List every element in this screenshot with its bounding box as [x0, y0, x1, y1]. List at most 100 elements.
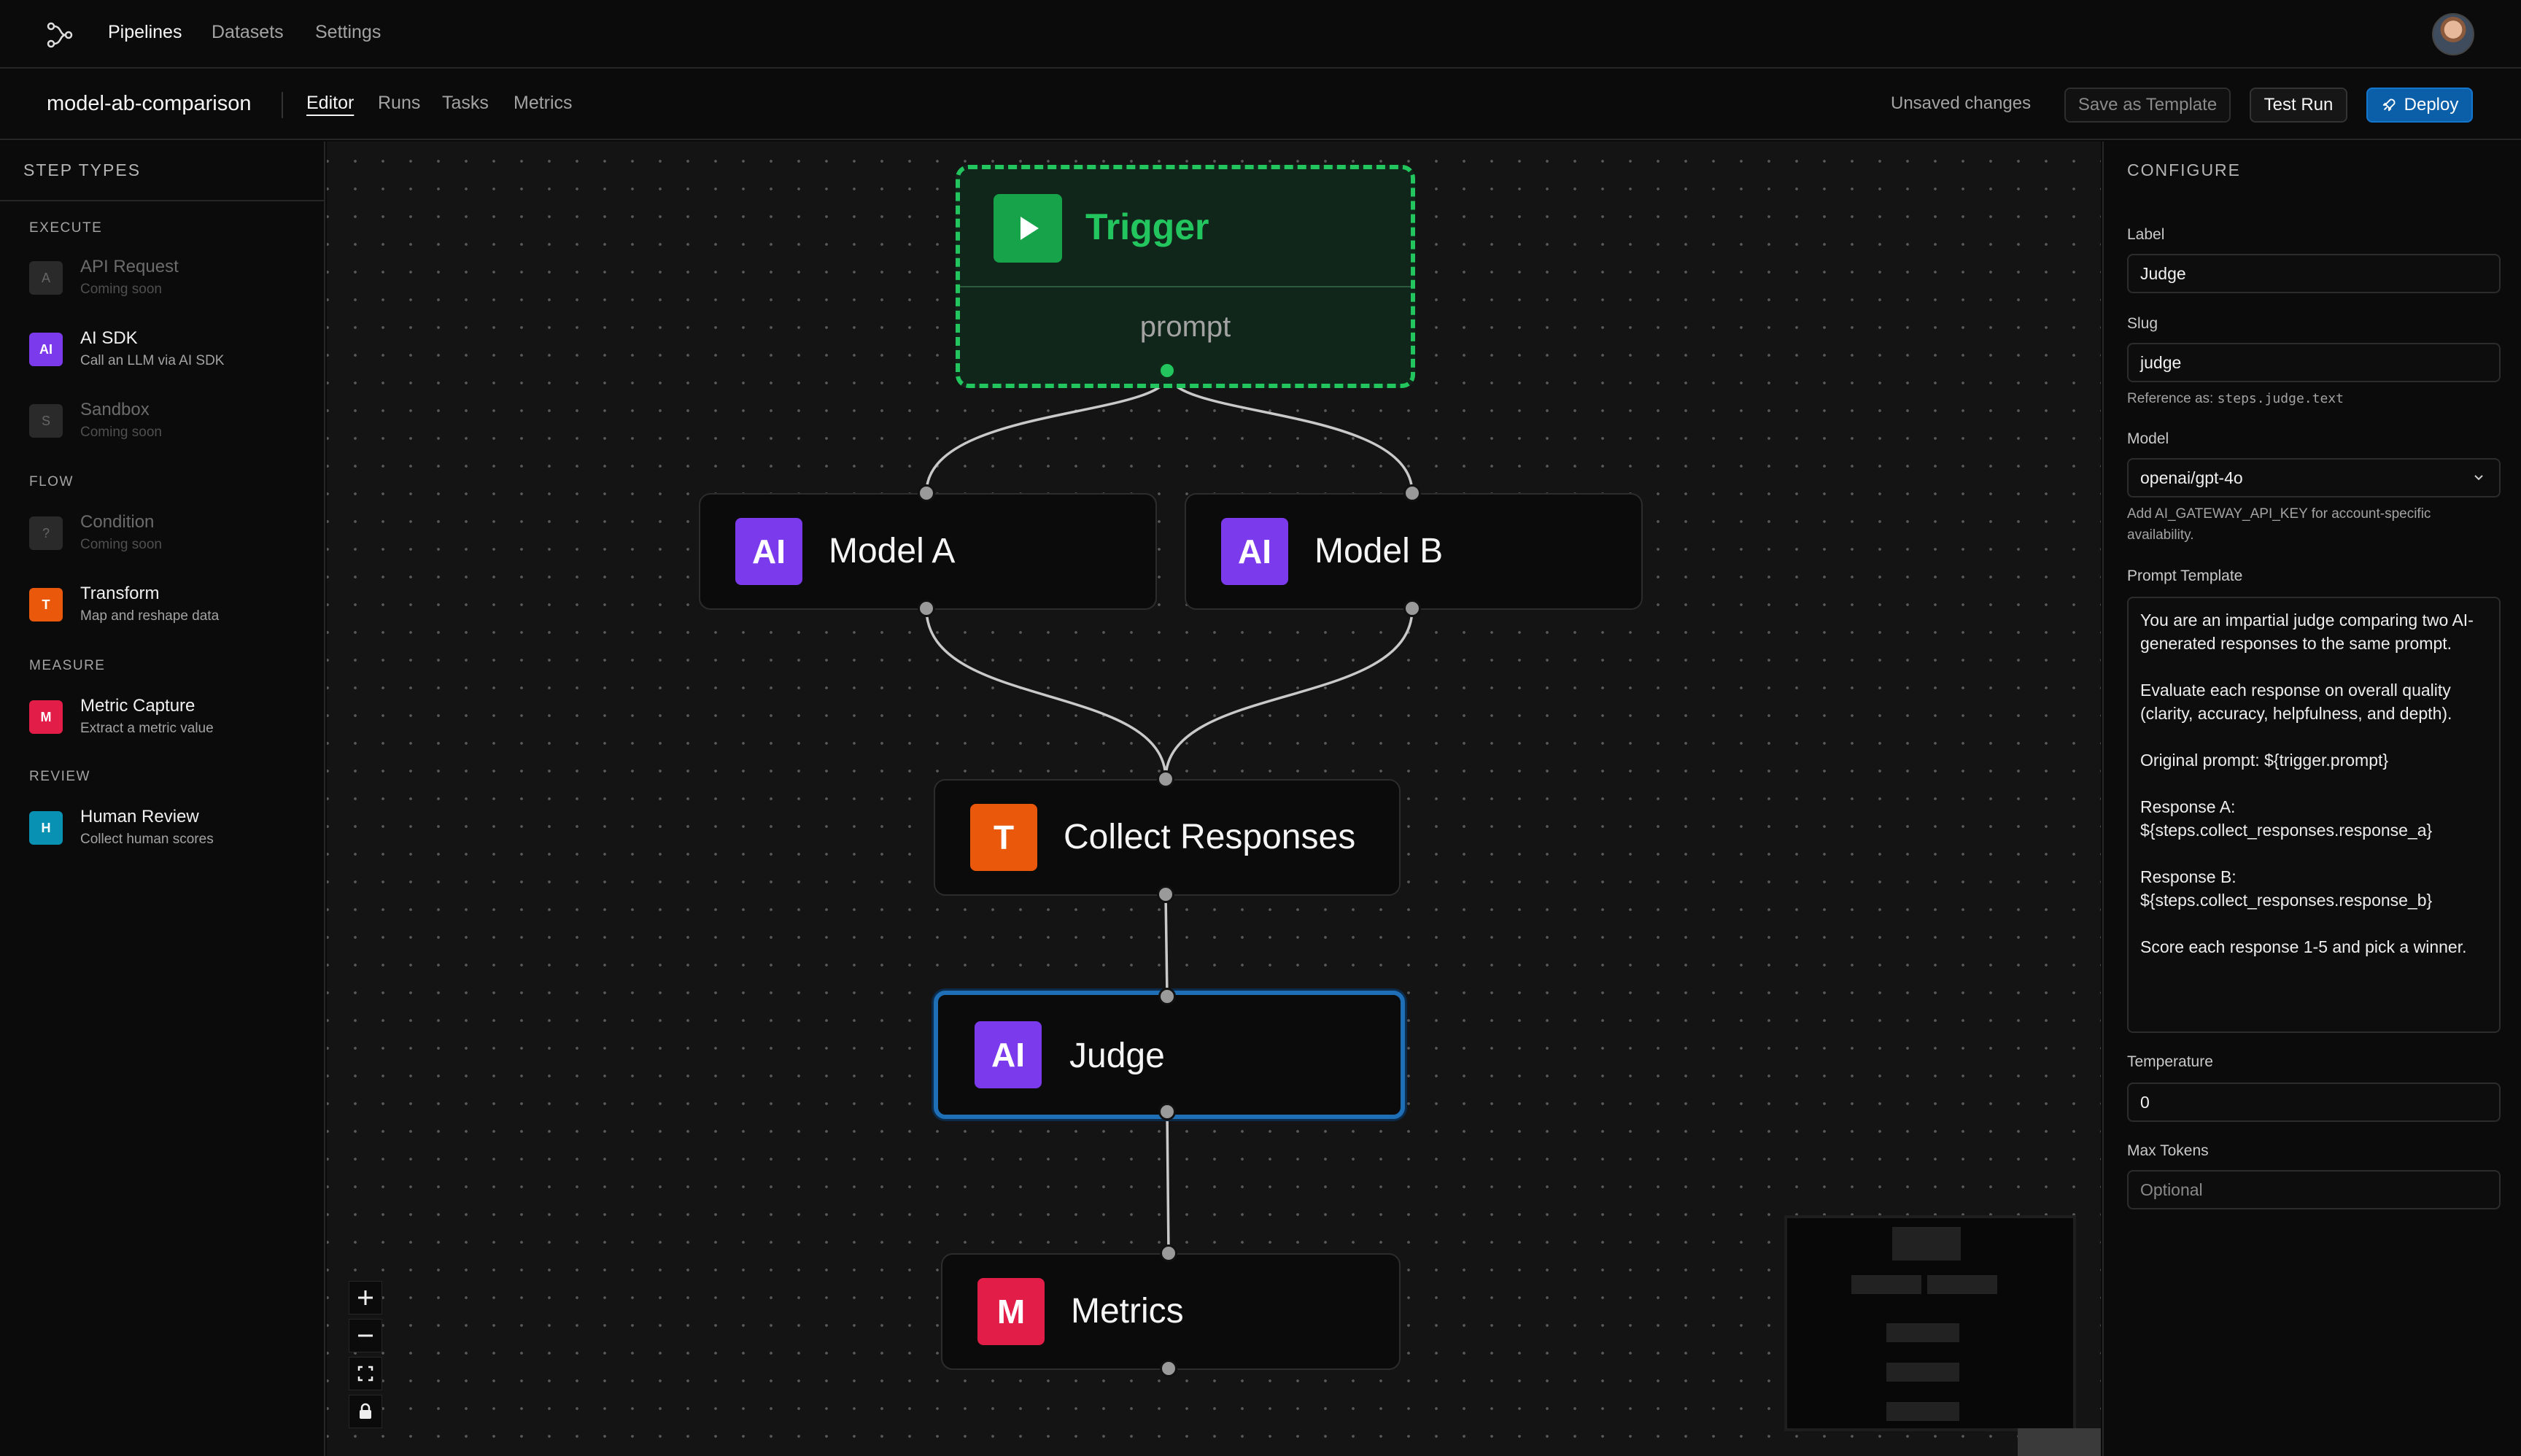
step-types-sidebar: STEP TYPES EXECUTE A API Request Coming …: [0, 142, 325, 1456]
step-type-desc: Map and reshape data: [80, 608, 220, 624]
model-hint: Add AI_GATEWAY_API_KEY for account-speci…: [2127, 506, 2431, 543]
trigger-output-handle[interactable]: [1158, 362, 1176, 379]
step-type-desc: Coming soon: [80, 537, 162, 552]
save-as-template-button[interactable]: Save as Template: [2064, 88, 2231, 123]
trigger-output-label: prompt: [1139, 311, 1231, 343]
fit-view-icon: [357, 1366, 373, 1382]
minimap-node: [1886, 1402, 1959, 1421]
collect-responses-node[interactable]: T Collect Responses: [934, 779, 1401, 896]
step-type-desc: Extract a metric value: [80, 721, 214, 736]
temperature-input[interactable]: 0: [2127, 1083, 2501, 1122]
collect-output-handle[interactable]: [1157, 886, 1174, 903]
step-type-name: Condition: [80, 512, 155, 532]
step-type-desc: Call an LLM via AI SDK: [80, 353, 225, 368]
chevron-down-icon: [2474, 475, 2483, 481]
step-type-desc: Collect human scores: [80, 832, 214, 847]
step-type-name: Human Review: [80, 807, 199, 826]
transform-icon: T: [29, 588, 63, 621]
pipeline-logo-icon[interactable]: [45, 20, 74, 50]
model-b-node[interactable]: AI Model B: [1185, 493, 1643, 610]
model-b-output-handle[interactable]: [1403, 600, 1421, 617]
metrics-node[interactable]: M Metrics: [941, 1253, 1401, 1370]
minimap[interactable]: [1784, 1215, 2076, 1431]
zoom-in-button[interactable]: [349, 1281, 382, 1314]
minus-icon: [358, 1334, 373, 1337]
tab-tasks[interactable]: Tasks: [442, 93, 489, 113]
step-type-human-review[interactable]: H Human Review Collect human scores: [29, 801, 306, 852]
test-run-button[interactable]: Test Run: [2250, 88, 2347, 123]
model-select-value: openai/gpt-4o: [2140, 468, 2243, 487]
step-type-name: Metric Capture: [80, 696, 195, 716]
top-nav: Pipelines Datasets Settings: [0, 0, 2521, 69]
group-label-measure: MEASURE: [29, 658, 106, 673]
model-b-input-handle[interactable]: [1403, 484, 1421, 502]
metric-icon: M: [977, 1278, 1045, 1345]
step-type-ai-sdk[interactable]: AI AI SDK Call an LLM via AI SDK: [29, 322, 306, 373]
configure-panel: CONFIGURE Label Judge Slug judge Referen…: [2102, 142, 2521, 1456]
deploy-button[interactable]: Deploy: [2366, 88, 2473, 123]
fit-view-button[interactable]: [349, 1357, 382, 1390]
ai-icon: AI: [975, 1021, 1042, 1088]
label-input[interactable]: Judge: [2127, 254, 2501, 293]
nav-datasets[interactable]: Datasets: [212, 22, 284, 42]
hint-prefix: Reference as:: [2127, 391, 2214, 406]
minimap-node: [1927, 1275, 1997, 1294]
step-type-metric-capture[interactable]: M Metric Capture Extract a metric value: [29, 690, 306, 741]
model-select[interactable]: openai/gpt-4o: [2127, 458, 2501, 497]
tab-editor[interactable]: Editor: [306, 93, 355, 113]
deploy-label: Deploy: [2404, 95, 2459, 115]
edges-layer: [925, 373, 1414, 1254]
header-divider: [282, 92, 283, 118]
trigger-node[interactable]: Trigger prompt: [956, 165, 1415, 388]
model-a-input-handle[interactable]: [918, 484, 935, 502]
user-avatar[interactable]: [2432, 13, 2474, 55]
play-icon: [994, 194, 1062, 263]
prompt-template-textarea[interactable]: You are an impartial judge comparing two…: [2127, 597, 2501, 1033]
nav-pipelines[interactable]: Pipelines: [108, 22, 182, 42]
sidebar-title: STEP TYPES: [23, 160, 142, 179]
lock-icon: [360, 1403, 371, 1419]
slug-field-label: Slug: [2127, 315, 2158, 332]
tab-runs[interactable]: Runs: [378, 93, 421, 113]
sandbox-icon: S: [29, 404, 63, 438]
step-type-transform[interactable]: T Transform Map and reshape data: [29, 578, 306, 629]
group-label-execute: EXECUTE: [29, 220, 103, 236]
judge-input-handle[interactable]: [1158, 988, 1176, 1005]
max-tokens-input[interactable]: Optional: [2127, 1170, 2501, 1209]
judge-node[interactable]: AI Judge: [934, 991, 1405, 1119]
transform-icon: T: [970, 804, 1037, 871]
model-field-label: Model: [2127, 430, 2169, 447]
condition-icon: ?: [29, 516, 63, 550]
model-a-node[interactable]: AI Model A: [699, 493, 1157, 610]
slug-reference-code: steps.judge.text: [2217, 391, 2344, 406]
step-type-name: API Request: [80, 257, 179, 276]
metrics-output-handle[interactable]: [1160, 1360, 1177, 1377]
model-a-output-handle[interactable]: [918, 600, 935, 617]
group-label-flow: FLOW: [29, 474, 74, 489]
slug-input[interactable]: judge: [2127, 343, 2501, 382]
zoom-out-button[interactable]: [349, 1319, 382, 1352]
label-field-label: Label: [2127, 226, 2165, 243]
step-type-desc: Coming soon: [80, 425, 162, 440]
rocket-icon: [2382, 98, 2396, 112]
step-type-name: Transform: [80, 584, 160, 603]
temperature-field-label: Temperature: [2127, 1053, 2213, 1070]
node-title: Model B: [1314, 532, 1444, 570]
project-name: model-ab-comparison: [47, 92, 252, 115]
judge-output-handle[interactable]: [1158, 1103, 1176, 1120]
max-tokens-field-label: Max Tokens: [2127, 1142, 2209, 1159]
pipeline-canvas[interactable]: Trigger prompt AI Model A AI Model B T C…: [327, 142, 2101, 1456]
edge-trigger-model-a: [925, 373, 1170, 494]
trigger-title: Trigger: [1085, 206, 1209, 247]
step-type-condition: ? Condition Coming soon: [29, 506, 306, 557]
metrics-input-handle[interactable]: [1160, 1244, 1177, 1262]
minimap-node: [1851, 1275, 1921, 1294]
step-type-name: Sandbox: [80, 400, 150, 419]
human-review-icon: H: [29, 811, 63, 845]
collect-input-handle[interactable]: [1157, 770, 1174, 788]
nav-settings[interactable]: Settings: [315, 22, 382, 42]
lock-button[interactable]: [349, 1395, 382, 1428]
tab-metrics[interactable]: Metrics: [514, 93, 573, 113]
minimap-node: [1892, 1227, 1961, 1261]
node-title: Judge: [1069, 1037, 1165, 1075]
